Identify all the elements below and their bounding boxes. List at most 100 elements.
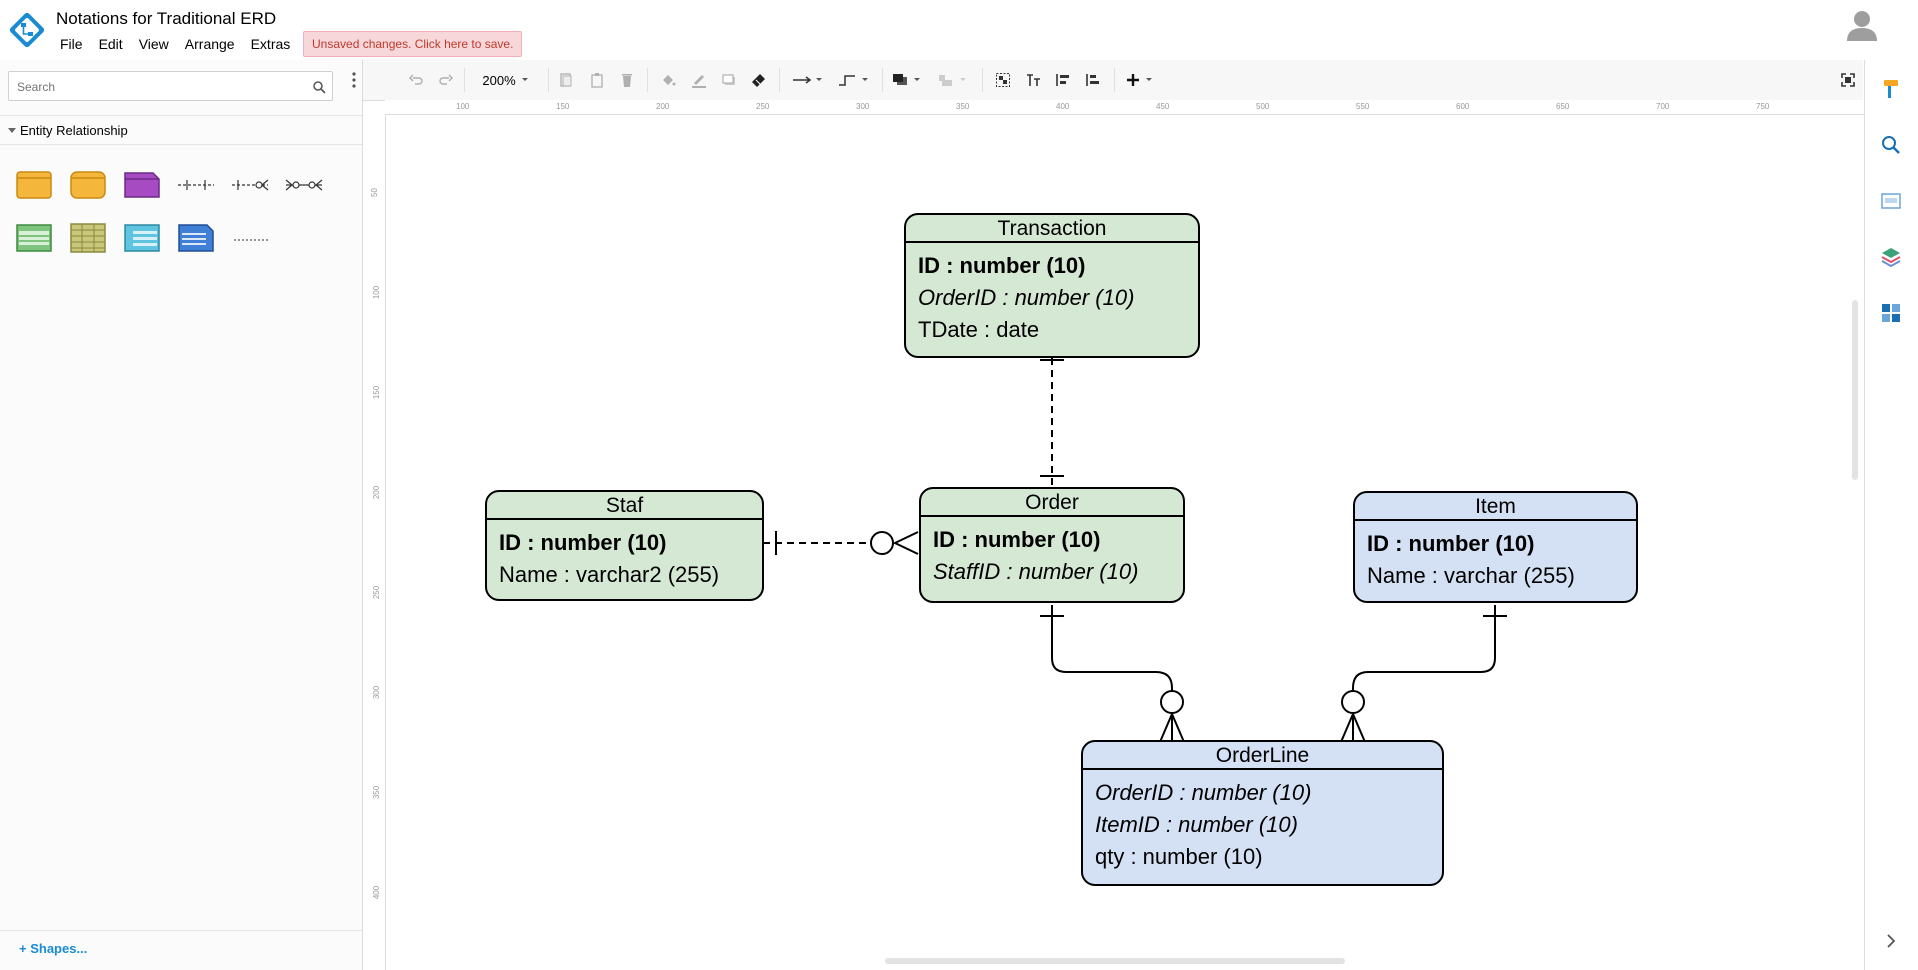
- more-shapes-link[interactable]: + Shapes...: [19, 941, 88, 956]
- outline-icon[interactable]: [1880, 190, 1902, 212]
- palette-section-header[interactable]: Entity Relationship: [0, 115, 362, 145]
- format-painter-icon[interactable]: [749, 70, 769, 90]
- vertical-scrollbar[interactable]: [1852, 300, 1858, 480]
- menu-arrange[interactable]: Arrange: [184, 36, 235, 52]
- collapse-arrow-icon: [8, 128, 16, 133]
- format-panel-icon[interactable]: [1880, 78, 1902, 100]
- ruler-tick-label: 700: [1656, 102, 1670, 111]
- ruler-tick-label: 100: [456, 102, 470, 111]
- shape-entity-purple[interactable]: [120, 165, 164, 205]
- copy-icon[interactable]: [556, 70, 576, 90]
- align-dropdown[interactable]: [936, 70, 972, 90]
- entity-item[interactable]: Item ID : number (10) Name : varchar (25…: [1353, 491, 1638, 603]
- zoom-level: 200%: [482, 72, 516, 88]
- paste-icon[interactable]: [587, 70, 607, 90]
- ruler-tick-label: 350: [372, 785, 382, 800]
- ruler-tick-label: 150: [556, 102, 570, 111]
- toolbar-separator: [982, 68, 983, 92]
- toolbar-separator: [882, 68, 883, 92]
- connection-style-dropdown[interactable]: [790, 70, 826, 90]
- entity-attribute-fk: OrderID : number (10): [918, 285, 1135, 310]
- shape-table-green[interactable]: [12, 218, 56, 258]
- entity-attribute-fk: OrderID : number (10): [1095, 780, 1312, 805]
- entity-attribute: Name : varchar2 (255): [499, 562, 720, 587]
- group-icon[interactable]: [992, 70, 1014, 90]
- shape-note-cyan[interactable]: [120, 218, 164, 258]
- entity-title: Item: [1355, 493, 1636, 521]
- search-input[interactable]: [15, 77, 304, 97]
- ruler-tick-label: 750: [1756, 102, 1770, 111]
- ruler-tick-label: 200: [372, 485, 382, 500]
- drawio-logo-icon[interactable]: [7, 10, 47, 50]
- entity-attribute-pk: ID : number (10): [499, 530, 667, 555]
- entity-order[interactable]: Order ID : number (10) StaffID : number …: [919, 487, 1185, 603]
- insert-dropdown[interactable]: [1124, 70, 1160, 90]
- ungroup-icon[interactable]: [1022, 70, 1044, 90]
- shape-relation-one-many[interactable]: [228, 165, 272, 205]
- toolbar-separator: [548, 68, 549, 92]
- redo-icon[interactable]: [436, 70, 456, 90]
- horizontal-scrollbar[interactable]: [885, 958, 1345, 964]
- menu-file[interactable]: File: [60, 36, 83, 52]
- ruler-tick-label: 50: [369, 188, 379, 197]
- shape-list-blue[interactable]: [174, 218, 218, 258]
- toolbar: [363, 60, 1863, 101]
- vertical-ruler: [363, 114, 386, 970]
- entity-title: Staf: [487, 492, 762, 520]
- to-front-dropdown[interactable]: [890, 70, 926, 90]
- shape-entity-orange[interactable]: [12, 165, 56, 205]
- shapes-panel-icon[interactable]: [1880, 302, 1902, 324]
- waypoints-dropdown[interactable]: [836, 70, 872, 90]
- right-panel-dock: [1864, 60, 1918, 970]
- user-avatar-icon[interactable]: [1842, 5, 1882, 45]
- ruler-tick-label: 450: [1156, 102, 1170, 111]
- menu-bar: File Edit View Arrange Extras: [52, 34, 298, 54]
- ruler-tick-label: 400: [1056, 102, 1070, 111]
- toolbar-separator: [464, 68, 465, 92]
- ruler-tick-label: 600: [1456, 102, 1470, 111]
- shapes-sidebar: [0, 60, 363, 970]
- entity-transaction[interactable]: Transaction ID : number (10) OrderID : n…: [904, 213, 1200, 358]
- fill-color-icon[interactable]: [658, 70, 678, 90]
- ruler-tick-label: 300: [372, 685, 382, 700]
- menu-view[interactable]: View: [138, 36, 169, 52]
- delete-icon[interactable]: [617, 70, 637, 90]
- entity-staf[interactable]: Staf ID : number (10) Name : varchar2 (2…: [485, 490, 764, 601]
- distribute-horizontal-icon[interactable]: [1082, 70, 1104, 90]
- search-icon[interactable]: [312, 80, 326, 94]
- menu-edit[interactable]: Edit: [98, 36, 123, 52]
- ruler-tick-label: 400: [372, 885, 382, 900]
- shape-relation-one-one[interactable]: [174, 165, 218, 205]
- ruler-tick-label: 250: [756, 102, 770, 111]
- shadow-icon[interactable]: [719, 70, 739, 90]
- entity-attribute-pk: ID : number (10): [918, 253, 1086, 278]
- shape-relation-many-many[interactable]: [282, 165, 326, 205]
- undo-icon[interactable]: [406, 70, 426, 90]
- ruler-tick-label: 100: [372, 285, 382, 300]
- find-icon[interactable]: [1880, 134, 1902, 156]
- document-title[interactable]: Notations for Traditional ERD: [56, 9, 277, 28]
- ruler-tick-label: 650: [1556, 102, 1570, 111]
- entity-orderline[interactable]: OrderLine OrderID : number (10) ItemID :…: [1081, 740, 1444, 886]
- entity-attribute: Name : varchar (255): [1367, 563, 1575, 588]
- shape-grid-table[interactable]: [66, 218, 110, 258]
- menu-extras[interactable]: Extras: [250, 36, 291, 52]
- shape-dashed-line[interactable]: [228, 218, 272, 258]
- sidebar-more-icon[interactable]: [350, 70, 358, 90]
- chevron-right-icon[interactable]: [1880, 930, 1902, 952]
- line-color-icon[interactable]: [689, 70, 709, 90]
- ruler-tick-label: 350: [956, 102, 970, 111]
- toolbar-separator: [647, 68, 648, 92]
- zoom-dropdown[interactable]: 200%: [476, 70, 536, 90]
- ruler-tick-label: 250: [372, 585, 382, 600]
- entity-title: Transaction: [906, 215, 1198, 243]
- toolbar-separator: [779, 68, 780, 92]
- layers-icon[interactable]: [1880, 246, 1902, 268]
- entity-title: OrderLine: [1083, 742, 1442, 770]
- entity-attribute-pk: ID : number (10): [933, 527, 1101, 552]
- fullscreen-icon[interactable]: [1838, 70, 1858, 90]
- ruler-tick-label: 200: [656, 102, 670, 111]
- distribute-vertical-icon[interactable]: [1052, 70, 1074, 90]
- unsaved-changes-notice[interactable]: Unsaved changes. Click here to save.: [303, 31, 523, 57]
- shape-entity-orange-rounded[interactable]: [66, 165, 110, 205]
